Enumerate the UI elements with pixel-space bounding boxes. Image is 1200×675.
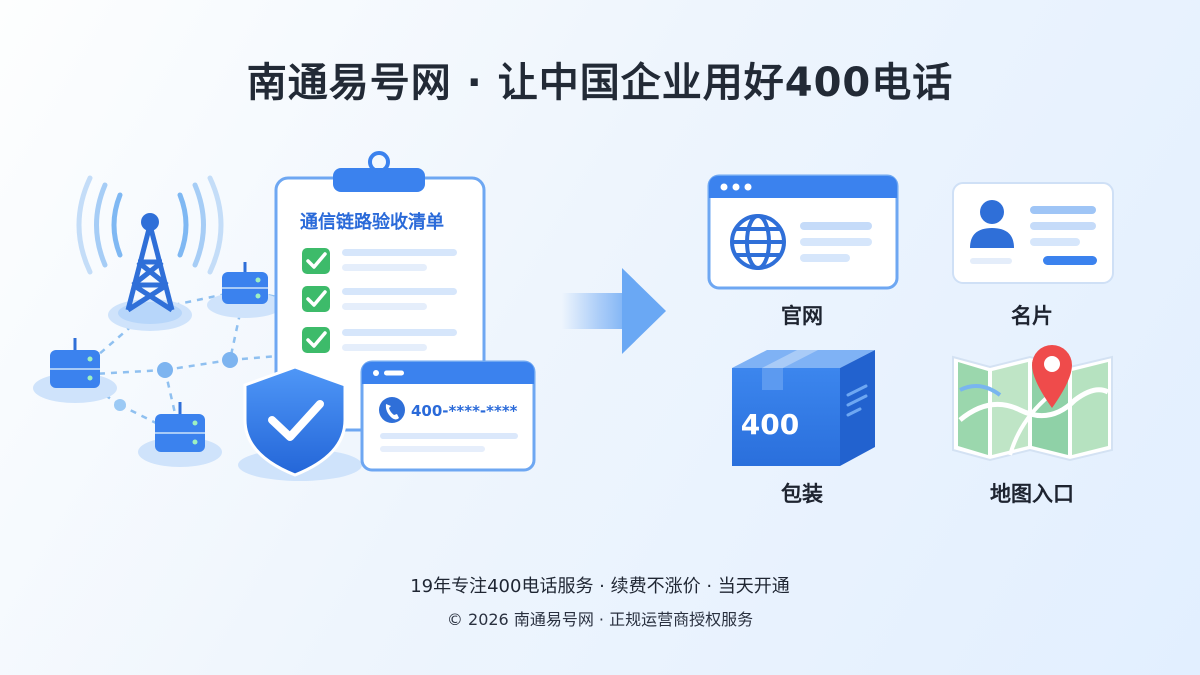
check-icon <box>302 286 330 312</box>
check-icon <box>302 248 330 274</box>
business-card <box>952 182 1114 284</box>
checklist-item <box>302 286 457 312</box>
check-icon <box>268 400 324 441</box>
tagline: 19年专注400电话服务 · 续费不涨价 · 当天开通 <box>410 576 790 597</box>
phone-number-card: 400-****-**** <box>360 360 536 472</box>
server-icon <box>138 402 222 467</box>
arrow-right-icon <box>562 268 666 354</box>
checklist-item <box>302 327 457 353</box>
item-label-website: 官网 <box>781 304 823 328</box>
website-card <box>707 174 899 290</box>
item-label-card: 名片 <box>1011 304 1053 328</box>
copyright: © 2026 南通易号网 · 正规运营商授权服务 <box>446 610 754 629</box>
server-icon <box>207 262 283 318</box>
checklist-heading: 通信链路验收清单 <box>300 211 444 233</box>
tower-icon <box>125 224 175 313</box>
box-label: 400 <box>741 408 799 441</box>
page-title: 南通易号网 · 让中国企业用好400电话 <box>246 60 954 106</box>
map-icon <box>952 345 1113 462</box>
shield-icon <box>243 365 347 477</box>
item-label-package: 包装 <box>781 482 823 506</box>
phone-icon <box>379 397 405 423</box>
map-pin-icon <box>1032 345 1072 408</box>
check-icon <box>302 327 330 353</box>
box-icon: 400 <box>732 350 875 466</box>
person-icon <box>970 200 1014 248</box>
checklist-item <box>302 248 457 274</box>
signal-icon <box>76 175 224 275</box>
item-label-map: 地图入口 <box>990 482 1074 506</box>
globe-icon <box>730 214 786 270</box>
server-icon <box>33 338 117 403</box>
phone-number: 400-****-**** <box>411 402 518 420</box>
